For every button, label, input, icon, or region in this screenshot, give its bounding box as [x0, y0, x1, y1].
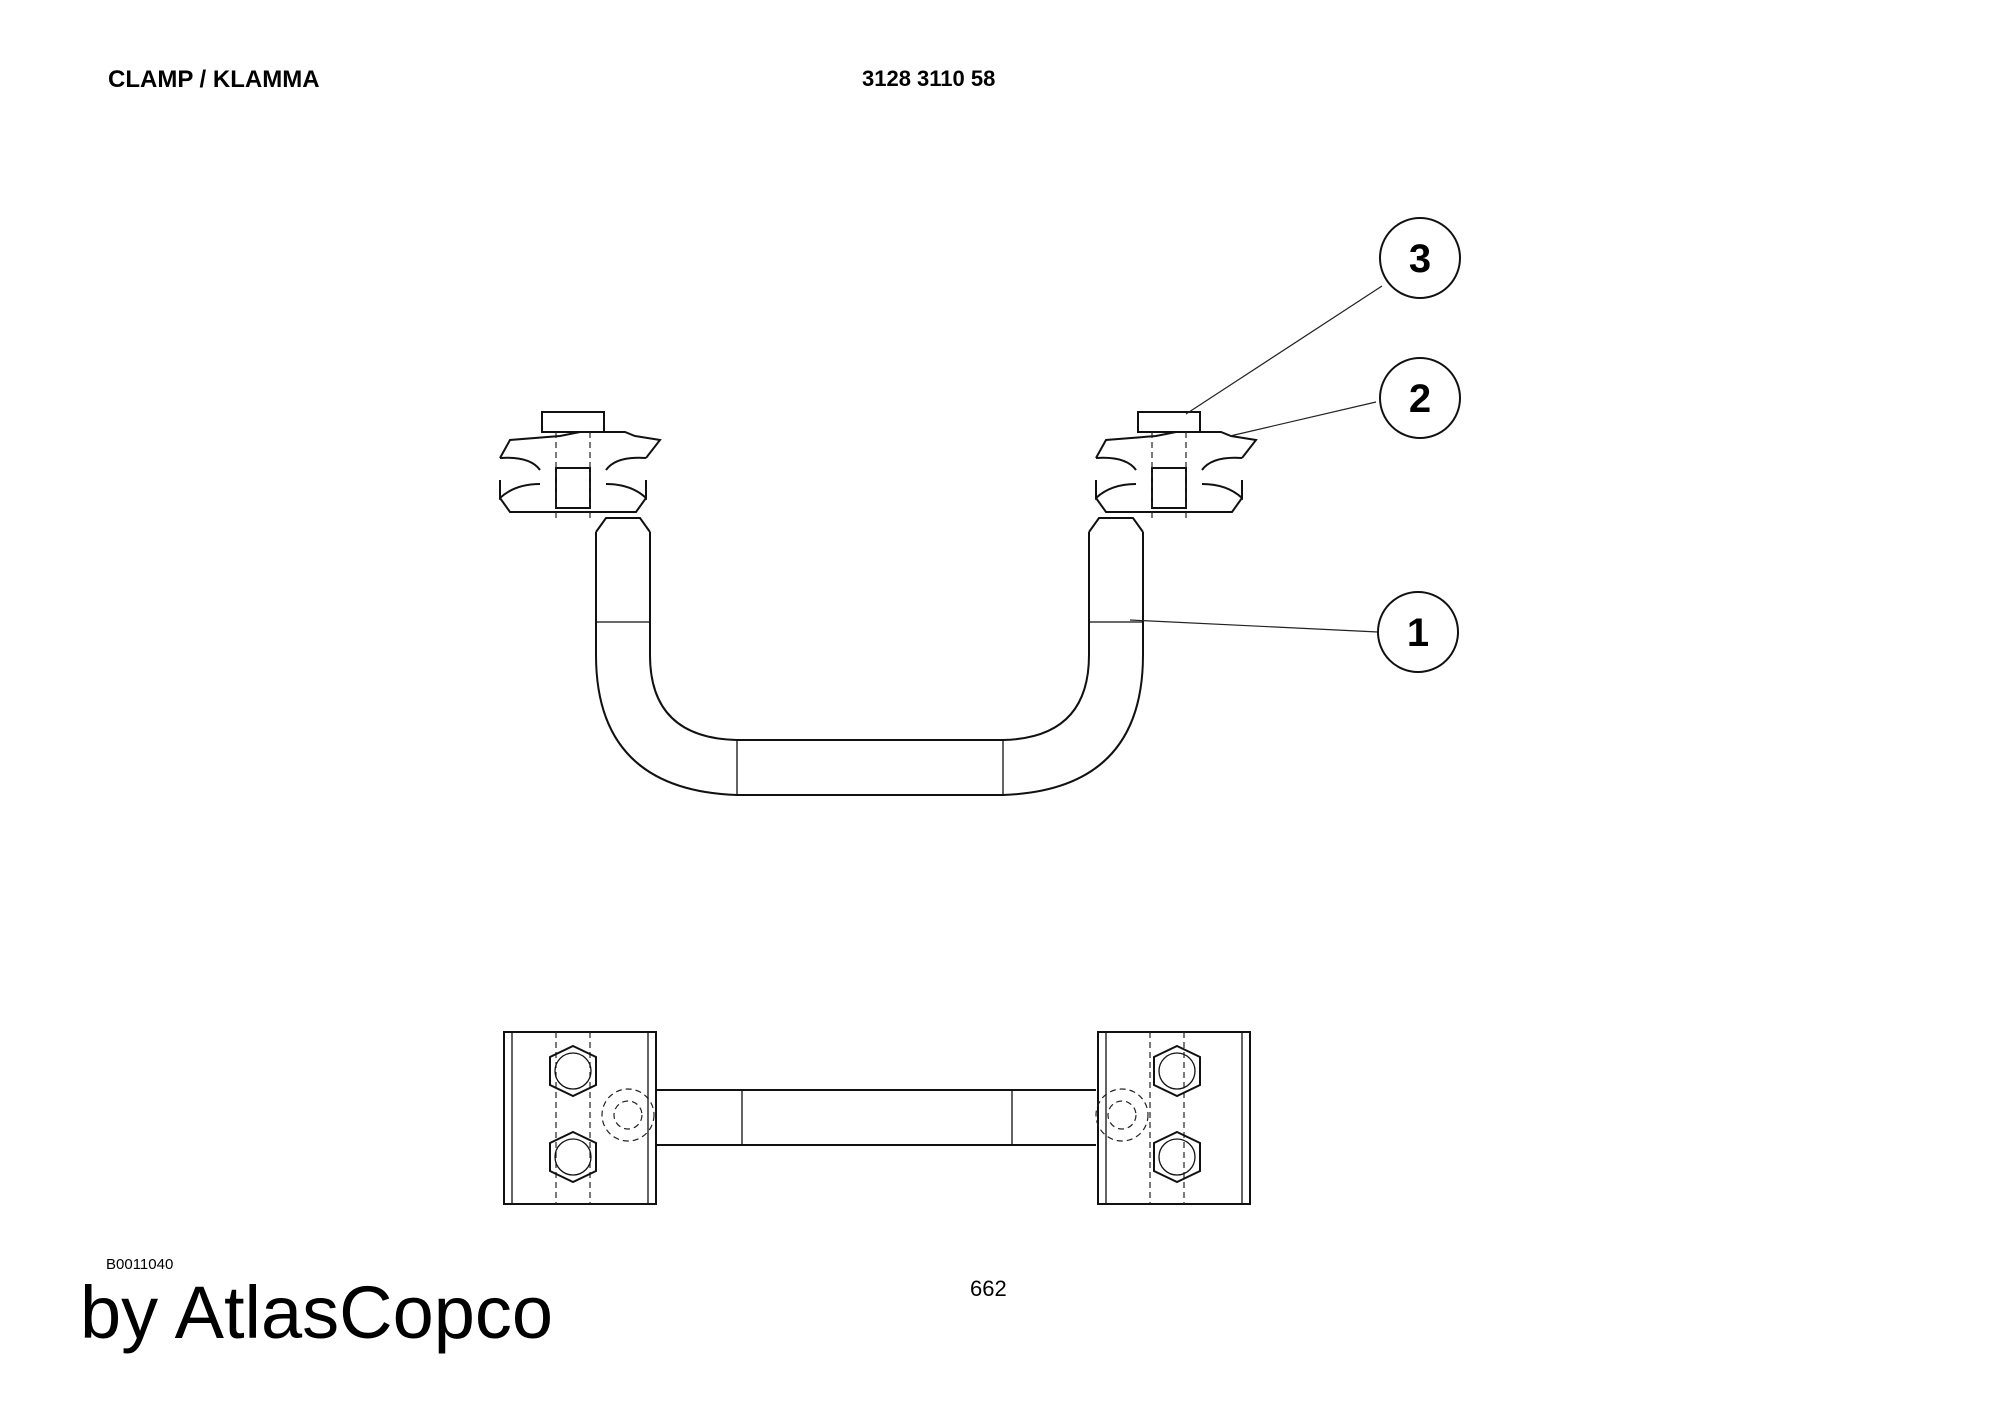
clamp-right-front [1095, 411, 1258, 518]
top-view [503, 1031, 1251, 1205]
clamp-left-front [499, 411, 662, 518]
leader-line-1 [1129, 619, 1379, 633]
drawing-title: CLAMP / KLAMMA [108, 66, 320, 93]
drawing-code: B0011040 [106, 1256, 174, 1273]
part-number: 3128 3110 58 [862, 66, 996, 91]
u-bolt-front-view [595, 517, 1144, 796]
callout-3-label: 3 [1409, 237, 1431, 281]
brand-watermark: by AtlasCopco [80, 1271, 554, 1354]
leader-line-2 [1229, 401, 1377, 437]
callout-3: 3 [1379, 217, 1461, 299]
leader-line-3 [1185, 285, 1383, 415]
callout-2: 2 [1379, 357, 1461, 439]
callout-1-label: 1 [1407, 611, 1429, 655]
page-number: 662 [970, 1276, 1007, 1301]
callout-2-label: 2 [1409, 377, 1431, 421]
callout-1: 1 [1377, 591, 1459, 673]
